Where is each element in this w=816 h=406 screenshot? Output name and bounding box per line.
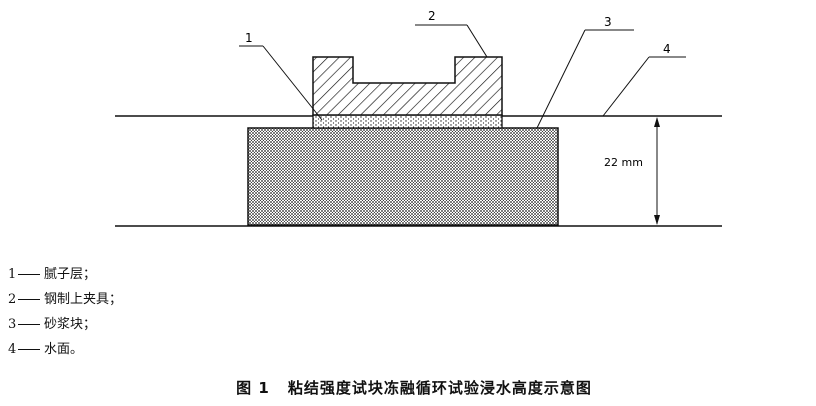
legend-item-text: 腻子层； [44, 267, 97, 282]
legend-item: 2 钢制上夹具； [8, 287, 122, 312]
callout-1-label: 1 [245, 31, 253, 45]
dimension-arrow-top [654, 117, 660, 127]
callout-3-pointer [536, 29, 586, 129]
callout-1-pointer [262, 45, 323, 121]
legend-dash [18, 349, 40, 350]
callout-4-pointer [602, 56, 650, 117]
legend-item-number: 2 [8, 292, 17, 307]
dimension-label: 22 mm [604, 156, 643, 169]
callout-3-label: 3 [604, 15, 612, 29]
figure-title: 粘结强度试块冻融循环试验浸水高度示意图 [287, 379, 592, 397]
legend-dash [18, 324, 40, 325]
legend-item: 3 砂浆块； [8, 312, 122, 337]
putty-layer [312, 114, 503, 129]
legend-dash [18, 274, 40, 275]
steel-clamp [312, 56, 503, 116]
dimension-arrow-bottom [654, 215, 660, 225]
legend: 1 腻子层； 2 钢制上夹具； 3 砂浆块； 4 水面。 [8, 262, 122, 362]
legend-item-number: 4 [8, 342, 17, 357]
legend-item-number: 3 [8, 317, 17, 332]
legend-dash [18, 299, 40, 300]
callout-4-label: 4 [663, 42, 671, 56]
legend-item-text: 钢制上夹具； [44, 292, 123, 307]
legend-item: 1 腻子层； [8, 262, 122, 287]
figure-number: 图 1 [236, 379, 270, 397]
legend-item-number: 1 [8, 267, 17, 282]
legend-item: 4 水面。 [8, 337, 122, 362]
legend-item-text: 砂浆块； [44, 317, 97, 332]
callout-2-pointer [466, 24, 488, 58]
legend-item-text: 水面。 [44, 342, 84, 357]
callout-2-label: 2 [428, 9, 436, 23]
figure-diagram: 1 2 3 4 22 mm [115, 9, 722, 227]
mortar-block [247, 127, 559, 226]
figure-caption: 图 1 粘结强度试块冻融循环试验浸水高度示意图 [0, 377, 816, 398]
